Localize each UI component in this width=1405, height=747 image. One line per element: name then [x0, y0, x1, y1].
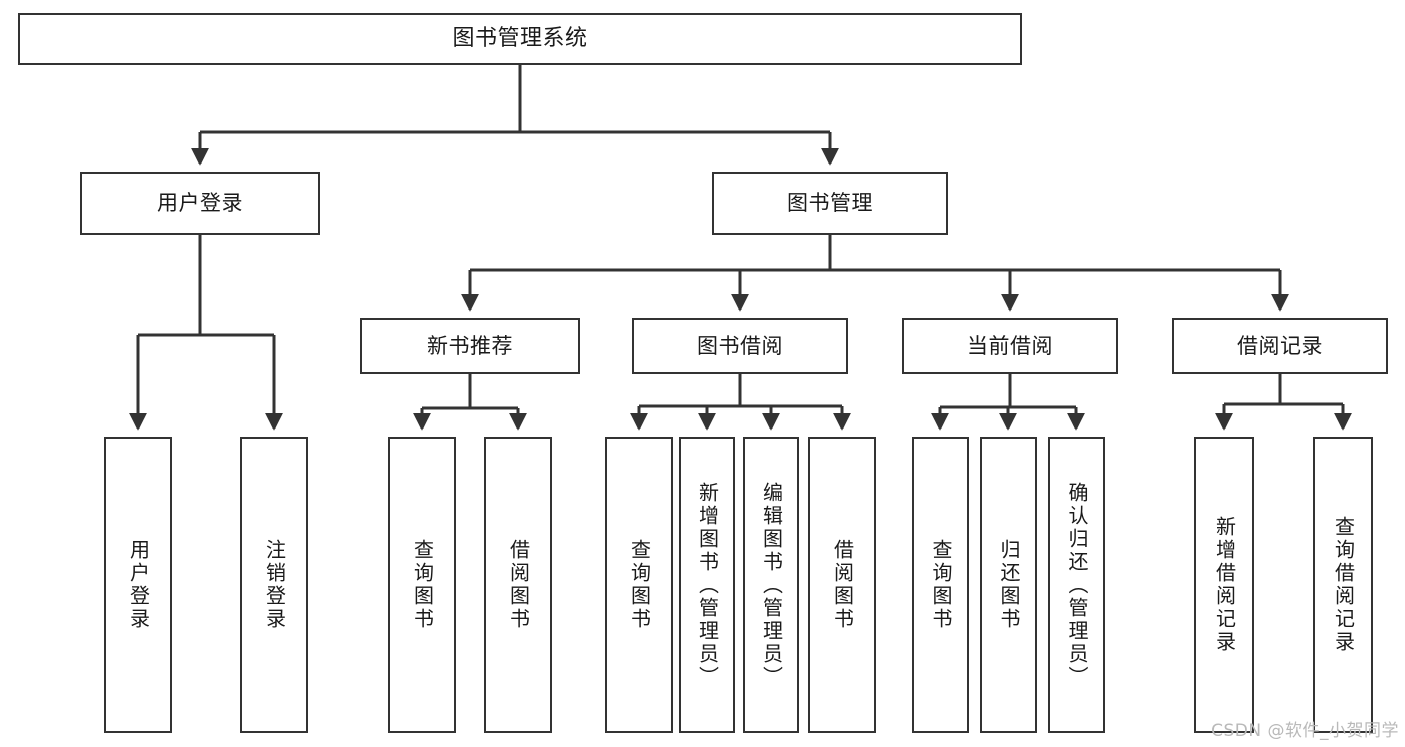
node-new-book-rec-label: 新书推荐 — [427, 333, 513, 358]
node-leaf-add-record[interactable]: 新增借阅记录 — [1194, 437, 1254, 733]
node-borrow-record-label: 借阅记录 — [1237, 333, 1323, 358]
node-leaf-borrow-book-2-label: 借阅图书 — [830, 539, 855, 631]
node-leaf-return-book[interactable]: 归还图书 — [980, 437, 1037, 733]
node-leaf-logout[interactable]: 注销登录 — [240, 437, 308, 733]
node-leaf-logout-label: 注销登录 — [262, 539, 287, 631]
node-leaf-query-record[interactable]: 查询借阅记录 — [1313, 437, 1373, 733]
node-leaf-confirm-return-label: 确认归还（管理员） — [1065, 481, 1089, 689]
node-new-book-rec[interactable]: 新书推荐 — [360, 318, 580, 374]
node-user-login-label: 用户登录 — [157, 191, 243, 216]
node-leaf-query-book-3[interactable]: 查询图书 — [912, 437, 969, 733]
node-leaf-add-book[interactable]: 新增图书（管理员） — [679, 437, 735, 733]
node-leaf-user-login-label: 用户登录 — [126, 539, 151, 631]
node-book-borrow[interactable]: 图书借阅 — [632, 318, 848, 374]
node-leaf-query-book-3-label: 查询图书 — [929, 539, 953, 631]
node-user-login[interactable]: 用户登录 — [80, 172, 320, 235]
node-leaf-confirm-return[interactable]: 确认归还（管理员） — [1048, 437, 1105, 733]
node-leaf-query-book-1-label: 查询图书 — [410, 539, 435, 631]
node-leaf-query-book-2[interactable]: 查询图书 — [605, 437, 673, 733]
node-borrow-record[interactable]: 借阅记录 — [1172, 318, 1388, 374]
node-leaf-add-book-label: 新增图书（管理员） — [695, 481, 720, 689]
node-leaf-edit-book[interactable]: 编辑图书（管理员） — [743, 437, 799, 733]
node-leaf-query-book-2-label: 查询图书 — [627, 539, 652, 631]
node-leaf-add-record-label: 新增借阅记录 — [1212, 516, 1237, 654]
node-leaf-query-book-1[interactable]: 查询图书 — [388, 437, 456, 733]
node-root[interactable]: 图书管理系统 — [18, 13, 1022, 65]
node-book-borrow-label: 图书借阅 — [697, 333, 783, 358]
node-current-borrow-label: 当前借阅 — [967, 333, 1053, 358]
node-root-label: 图书管理系统 — [452, 26, 588, 52]
watermark-text: CSDN @软件_小贺同学 — [1211, 721, 1399, 741]
node-leaf-edit-book-label: 编辑图书（管理员） — [759, 481, 784, 689]
node-leaf-borrow-book-1[interactable]: 借阅图书 — [484, 437, 552, 733]
node-current-borrow[interactable]: 当前借阅 — [902, 318, 1118, 374]
node-leaf-user-login[interactable]: 用户登录 — [104, 437, 172, 733]
node-leaf-borrow-book-1-label: 借阅图书 — [506, 539, 531, 631]
node-leaf-borrow-book-2[interactable]: 借阅图书 — [808, 437, 876, 733]
node-book-manage[interactable]: 图书管理 — [712, 172, 948, 235]
node-book-manage-label: 图书管理 — [787, 191, 873, 216]
node-leaf-query-record-label: 查询借阅记录 — [1331, 516, 1356, 654]
node-leaf-return-book-label: 归还图书 — [997, 539, 1021, 631]
